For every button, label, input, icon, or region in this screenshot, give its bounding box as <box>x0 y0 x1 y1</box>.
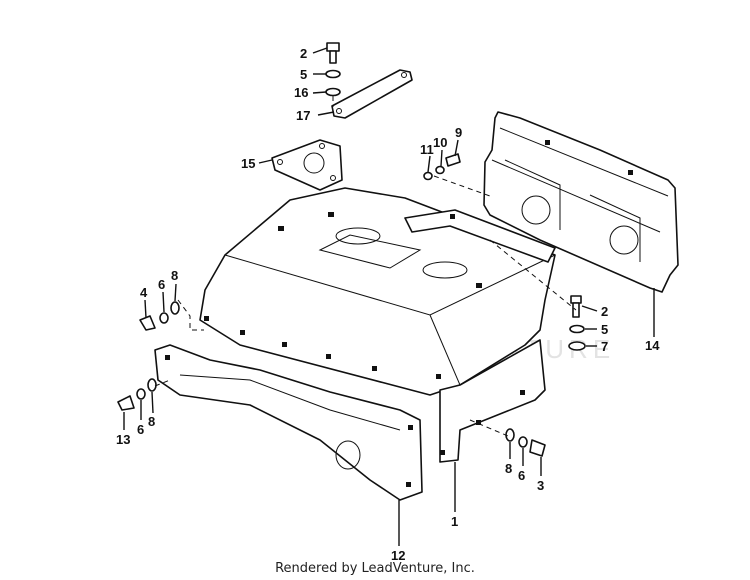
callout-15: 15 <box>241 156 255 171</box>
callout-12: 12 <box>391 548 405 563</box>
cross-bracket <box>404 209 556 263</box>
callout-11: 11 <box>420 142 434 157</box>
callout-7: 7 <box>601 339 608 354</box>
callout-14: 14 <box>645 338 660 353</box>
part-14-rear-plate <box>483 111 679 293</box>
part-1-main-housing <box>199 187 556 463</box>
footer-credit: Rendered by LeadVenture, Inc. <box>275 561 475 576</box>
callout-6-left: 6 <box>158 277 165 292</box>
callout-6-bottom: 6 <box>518 468 525 483</box>
callout-8-bottom: 8 <box>505 461 512 476</box>
callout-13: 13 <box>116 432 130 447</box>
part-12-lower-frame <box>154 344 423 501</box>
callout-labels: 2 5 16 17 15 9 10 11 4 6 8 2 5 7 14 13 6… <box>116 46 660 563</box>
callout-5-right: 5 <box>601 322 608 337</box>
top-bolt-stack <box>325 42 341 97</box>
lower-left-hardware <box>117 378 157 411</box>
callout-9: 9 <box>455 125 462 140</box>
callout-4: 4 <box>140 285 148 300</box>
callout-8-left: 8 <box>171 268 178 283</box>
callout-1: 1 <box>451 514 458 529</box>
callout-6-lower: 6 <box>137 422 144 437</box>
callout-10: 10 <box>433 135 447 150</box>
bottom-right-hardware <box>505 428 546 457</box>
callout-8-lower: 8 <box>148 414 155 429</box>
callout-16: 16 <box>294 85 308 100</box>
right-top-hardware <box>423 153 461 181</box>
part-17-strap <box>331 69 413 119</box>
part-15-gasket <box>271 139 343 191</box>
callout-5-top: 5 <box>300 67 307 82</box>
leader-lines <box>123 47 655 546</box>
left-hardware <box>139 301 180 331</box>
callout-3: 3 <box>537 478 544 493</box>
callout-17: 17 <box>296 108 310 123</box>
callout-2-right: 2 <box>601 304 608 319</box>
callout-2-top: 2 <box>300 46 307 61</box>
